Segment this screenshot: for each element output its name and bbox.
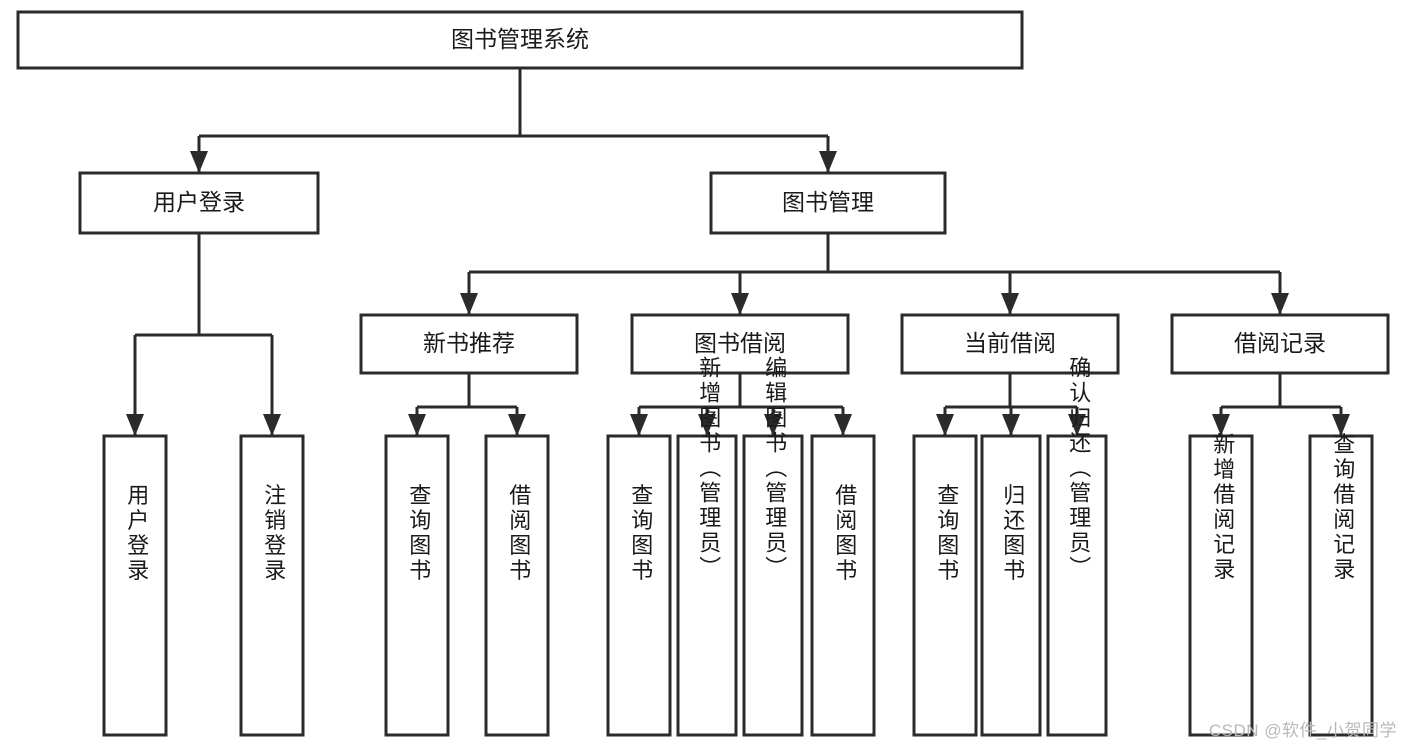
node-root[interactable]: 图书管理系统: [16, 10, 1024, 70]
arrow-head-icon: [460, 293, 478, 315]
node-box: [980, 434, 1042, 737]
node-label: 查询借阅记录: [1330, 433, 1355, 583]
node-box: [359, 313, 579, 375]
node-leaf-add-book[interactable]: 新增图书（管理员）: [676, 356, 738, 737]
node-label: 用户登录: [153, 189, 245, 215]
node-label: 图书管理系统: [451, 26, 589, 52]
node-leaf-edit-book[interactable]: 编辑图书（管理员）: [742, 356, 804, 737]
node-box: [1046, 434, 1108, 737]
node-leaf-add-record[interactable]: 新增借阅记录: [1188, 433, 1254, 737]
node-box: [16, 10, 1024, 70]
node-label: 用户登录: [124, 484, 149, 584]
node-new-book-rec[interactable]: 新书推荐: [359, 313, 579, 375]
arrow-head-icon: [1068, 414, 1086, 436]
node-label: 查询图书: [628, 484, 653, 584]
node-label: 借阅记录: [1234, 330, 1326, 356]
arrow-head-icon: [190, 151, 208, 173]
node-box: [102, 434, 168, 737]
arrow-head-icon: [1001, 293, 1019, 315]
node-leaf-query-book-1[interactable]: 查询图书: [384, 434, 450, 737]
node-box: [1308, 434, 1374, 737]
arrow-head-icon: [731, 293, 749, 315]
arrow-head-icon: [126, 414, 144, 436]
node-book-manage[interactable]: 图书管理: [709, 171, 947, 235]
node-label: 新书推荐: [423, 330, 515, 356]
arrow-head-icon: [1332, 414, 1350, 436]
node-current-borrow[interactable]: 当前借阅: [900, 313, 1120, 375]
node-box: [742, 434, 804, 737]
arrow-head-icon: [408, 414, 426, 436]
node-box: [78, 171, 320, 235]
arrow-head-icon: [698, 414, 716, 436]
watermark-text: CSDN @软件_小贺同学: [1208, 721, 1397, 740]
node-leaf-logout[interactable]: 注销登录: [239, 434, 305, 737]
node-label: 当前借阅: [964, 330, 1056, 356]
arrow-head-icon: [1002, 414, 1020, 436]
node-box: [709, 171, 947, 235]
node-label: 查询图书: [406, 484, 431, 584]
node-box: [239, 434, 305, 737]
node-leaf-query-record[interactable]: 查询借阅记录: [1308, 433, 1374, 737]
arrow-head-icon: [764, 414, 782, 436]
node-label: 归还图书: [1000, 484, 1025, 584]
connector-layer: [133, 68, 1343, 436]
arrow-head-icon: [263, 414, 281, 436]
node-box: [912, 434, 978, 737]
node-box: [384, 434, 450, 737]
node-box: [1188, 434, 1254, 737]
node-leaf-borrow-book-2[interactable]: 借阅图书: [810, 434, 876, 737]
arrow-layer: [126, 151, 1350, 436]
node-book-borrow[interactable]: 图书借阅: [630, 313, 850, 375]
node-label: 借阅图书: [506, 484, 531, 584]
node-box: [606, 434, 672, 737]
node-label: 编辑图书（管理员）: [762, 356, 787, 581]
node-label: 新增借阅记录: [1210, 433, 1235, 583]
arrow-head-icon: [630, 414, 648, 436]
node-box: [900, 313, 1120, 375]
arrow-head-icon: [819, 151, 837, 173]
node-label: 新增图书（管理员）: [696, 356, 721, 581]
node-leaf-query-book-2[interactable]: 查询图书: [606, 434, 672, 737]
node-leaf-confirm-return[interactable]: 确认归还（管理员）: [1046, 356, 1108, 737]
node-label: 图书管理: [782, 189, 874, 215]
node-box: [484, 434, 550, 737]
node-box: [630, 313, 850, 375]
node-label: 确认归还（管理员）: [1066, 356, 1091, 581]
node-box: [810, 434, 876, 737]
node-label: 注销登录: [261, 484, 286, 584]
node-label: 图书借阅: [694, 330, 786, 356]
node-leaf-borrow-book-1[interactable]: 借阅图书: [484, 434, 550, 737]
arrow-head-icon: [1212, 414, 1230, 436]
node-leaf-user-login[interactable]: 用户登录: [102, 434, 168, 737]
node-user-login[interactable]: 用户登录: [78, 171, 320, 235]
node-box: [676, 434, 738, 737]
node-borrow-record[interactable]: 借阅记录: [1170, 313, 1390, 375]
node-label: 借阅图书: [832, 484, 857, 584]
arrow-head-icon: [1271, 293, 1289, 315]
node-layer: 图书管理系统用户登录图书管理新书推荐图书借阅当前借阅借阅记录用户登录注销登录查询…: [16, 10, 1390, 737]
node-leaf-return-book[interactable]: 归还图书: [980, 434, 1042, 737]
node-box: [1170, 313, 1390, 375]
node-label: 查询图书: [934, 484, 959, 584]
arrow-head-icon: [834, 414, 852, 436]
arrow-head-icon: [936, 414, 954, 436]
arrow-head-icon: [508, 414, 526, 436]
node-leaf-query-book-3[interactable]: 查询图书: [912, 434, 978, 737]
